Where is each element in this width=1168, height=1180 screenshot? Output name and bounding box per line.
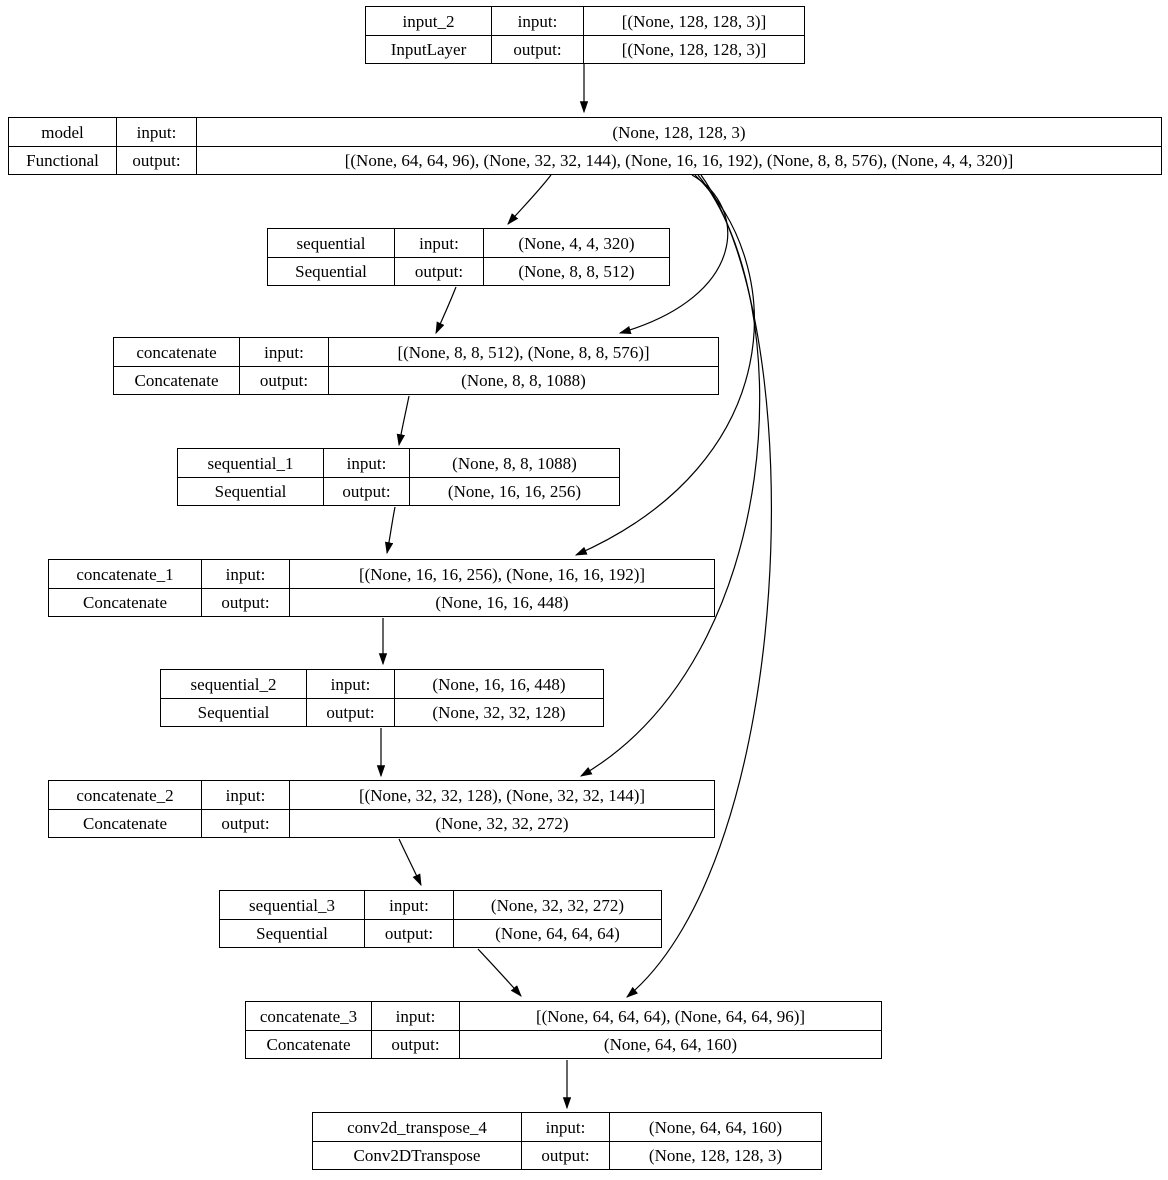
output-label: output: — [371, 1030, 459, 1058]
output-label: output: — [521, 1141, 609, 1169]
input-shape: (None, 32, 32, 272) — [453, 891, 661, 919]
node-conv2d_transpose_4: conv2d_transpose_4 input: (None, 64, 64,… — [312, 1112, 822, 1170]
edge-model-concatenate_3 — [626, 174, 773, 998]
input-label: input: — [116, 118, 196, 146]
output-shape: (None, 64, 64, 160) — [459, 1030, 881, 1058]
layer-name: sequential_2 — [190, 674, 277, 694]
output-label: output: — [306, 698, 394, 726]
layer-name: input_2 — [402, 11, 455, 31]
layer-type: Concatenate — [114, 366, 239, 394]
node-concatenate: concatenate input: [(None, 8, 8, 512), (… — [113, 337, 719, 395]
output-shape: (None, 8, 8, 1088) — [328, 366, 718, 394]
layer-name: concatenate_2 — [76, 785, 174, 805]
output-shape: (None, 8, 8, 512) — [483, 257, 669, 285]
layer-type: InputLayer — [366, 35, 491, 63]
edge-model-concatenate_1 — [574, 174, 755, 556]
input-label: input: — [491, 7, 583, 35]
layer-name: concatenate_3 — [259, 1006, 358, 1026]
input-shape: (None, 8, 8, 1088) — [409, 449, 619, 477]
input-shape: [(None, 64, 64, 64), (None, 64, 64, 96)] — [459, 1002, 881, 1030]
input-label: input: — [521, 1113, 609, 1141]
node-sequential_2: sequential_2 input: (None, 16, 16, 448) … — [160, 669, 604, 727]
layer-name: sequential_3 — [249, 895, 335, 915]
node-concatenate_1: concatenate_1 input: [(None, 16, 16, 256… — [48, 559, 715, 617]
output-shape: (None, 64, 64, 64) — [453, 919, 661, 947]
output-label: output: — [491, 35, 583, 63]
input-label: input: — [201, 560, 289, 588]
input-shape: (None, 4, 4, 320) — [483, 229, 669, 257]
input-label: input: — [323, 449, 409, 477]
layer-name: sequential — [296, 233, 366, 253]
output-shape: (None, 32, 32, 128) — [394, 698, 603, 726]
edge-sequential-concatenate — [435, 286, 457, 335]
layer-type: Concatenate — [246, 1030, 371, 1058]
edge-sequential_3-concatenate_3 — [477, 948, 522, 997]
edge-concatenate_2-sequential_3 — [398, 838, 422, 887]
node-model: model input: (None, 128, 128, 3) Functio… — [8, 117, 1162, 175]
input-shape: (None, 64, 64, 160) — [609, 1113, 821, 1141]
layer-type: Conv2DTranspose — [313, 1141, 521, 1169]
input-label: input: — [364, 891, 453, 919]
layer-name: concatenate — [136, 342, 217, 362]
layer-type: Sequential — [161, 698, 306, 726]
node-concatenate_2: concatenate_2 input: [(None, 32, 32, 128… — [48, 780, 715, 838]
input-shape: [(None, 32, 32, 128), (None, 32, 32, 144… — [289, 781, 714, 809]
layer-name: sequential_1 — [207, 453, 294, 473]
output-shape: (None, 16, 16, 256) — [409, 477, 619, 505]
output-label: output: — [201, 588, 289, 616]
input-shape: [(None, 16, 16, 256), (None, 16, 16, 192… — [289, 560, 714, 588]
layer-name: conv2d_transpose_4 — [347, 1117, 487, 1137]
edge-concatenate-sequential_1 — [396, 395, 410, 447]
input-shape: [(None, 8, 8, 512), (None, 8, 8, 576)] — [328, 338, 718, 366]
layer-type: Sequential — [268, 257, 394, 285]
output-shape: (None, 16, 16, 448) — [289, 588, 714, 616]
output-label: output: — [201, 809, 289, 837]
layer-type: Sequential — [178, 477, 323, 505]
node-sequential_3: sequential_3 input: (None, 32, 32, 272) … — [219, 890, 662, 948]
edge-sequential_1-concatenate_1 — [384, 506, 396, 555]
node-sequential_1: sequential_1 input: (None, 8, 8, 1088) S… — [177, 448, 620, 506]
output-shape: (None, 32, 32, 272) — [289, 809, 714, 837]
output-label: output: — [364, 919, 453, 947]
input-label: input: — [306, 670, 394, 698]
input-shape: (None, 128, 128, 3) — [196, 118, 1161, 146]
node-input_2: input_2 input: [(None, 128, 128, 3)] Inp… — [365, 6, 805, 64]
output-shape: [(None, 128, 128, 3)] — [583, 35, 804, 63]
output-label: output: — [239, 366, 328, 394]
input-label: input: — [371, 1002, 459, 1030]
input-shape: [(None, 128, 128, 3)] — [583, 7, 804, 35]
output-shape: [(None, 64, 64, 96), (None, 32, 32, 144)… — [196, 146, 1161, 174]
node-sequential: sequential input: (None, 4, 4, 320) Sequ… — [267, 228, 670, 286]
output-label: output: — [394, 257, 483, 285]
layer-type: Functional — [9, 146, 116, 174]
node-concatenate_3: concatenate_3 input: [(None, 64, 64, 64)… — [245, 1001, 882, 1059]
input-label: input: — [201, 781, 289, 809]
output-label: output: — [323, 477, 409, 505]
input-shape: (None, 16, 16, 448) — [394, 670, 603, 698]
output-label: output: — [116, 146, 196, 174]
layer-type: Concatenate — [49, 588, 201, 616]
layer-type: Sequential — [220, 919, 364, 947]
layer-type: Concatenate — [49, 809, 201, 837]
edge-model-sequential — [507, 174, 552, 225]
input-label: input: — [394, 229, 483, 257]
layer-name: model — [41, 122, 84, 142]
input-label: input: — [239, 338, 328, 366]
layer-name: concatenate_1 — [76, 564, 174, 584]
output-shape: (None, 128, 128, 3) — [609, 1141, 821, 1169]
